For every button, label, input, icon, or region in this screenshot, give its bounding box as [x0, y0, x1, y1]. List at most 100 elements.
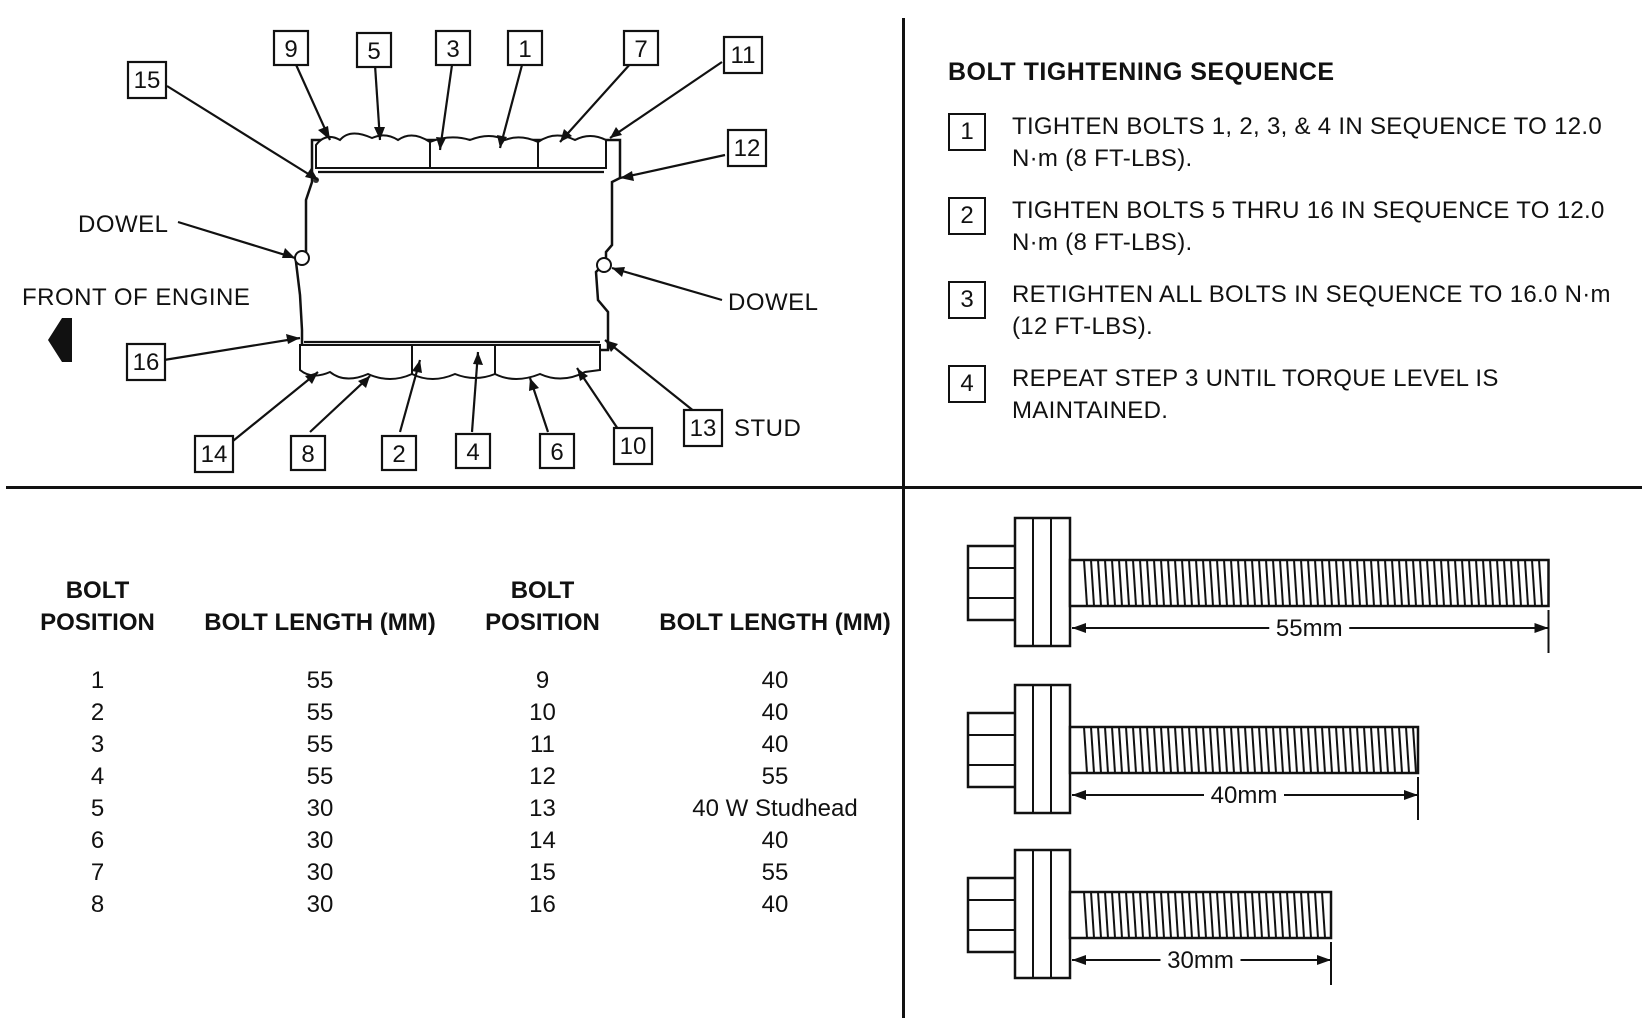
table-cell: 40 — [761, 827, 789, 854]
callout-13: 13 — [682, 408, 724, 448]
table-cell: 30 — [306, 859, 334, 886]
callout-2: 2 — [380, 434, 418, 472]
svg-text:10: 10 — [620, 433, 647, 460]
table-cell: 4 — [90, 763, 105, 790]
table-row: 4 55 12 55 — [20, 761, 930, 793]
bolt-illustrations: 55mm 40mm 30mm — [966, 516, 1550, 985]
callout-6: 6 — [538, 432, 576, 470]
table-cell: 30 — [306, 795, 334, 822]
table-cell: 14 — [529, 827, 556, 854]
table-row: 8 30 16 40 — [20, 889, 930, 921]
callout-11: 11 — [722, 35, 764, 75]
svg-text:5: 5 — [367, 38, 380, 65]
table-cell: 5 — [90, 795, 105, 822]
table-cell: 30 — [306, 827, 334, 854]
table-cell: 55 — [306, 731, 334, 758]
step-number: 4 — [948, 365, 986, 403]
callout-10: 10 — [612, 426, 654, 466]
table-cell: 55 — [306, 699, 334, 726]
bolt-length-label: 40mm — [1211, 782, 1278, 809]
table-cell: 8 — [90, 891, 105, 918]
svg-text:13: 13 — [690, 415, 717, 442]
header-bolt-length: BOLT LENGTH (MM) — [204, 609, 436, 636]
svg-text:2: 2 — [392, 441, 405, 468]
callout-4: 4 — [454, 432, 492, 470]
dowel-left-label: DOWEL — [78, 211, 169, 238]
table-cell: 55 — [761, 859, 789, 886]
table-header-row: BOLT POSITION BOLT LENGTH (MM) BOLT POSI… — [20, 575, 930, 665]
svg-text:11: 11 — [731, 42, 756, 69]
table-cell: 16 — [529, 891, 556, 918]
table-cell: 2 — [90, 699, 105, 726]
callout-3: 3 — [434, 29, 472, 67]
callout-12: 12 — [726, 128, 768, 168]
svg-text:12: 12 — [734, 135, 761, 162]
table-cell: 15 — [529, 859, 556, 886]
stud-label: STUD — [734, 415, 801, 442]
table-row: 7 30 15 55 — [20, 857, 930, 889]
table-cell: 6 — [90, 827, 105, 854]
sequence-title: BOLT TIGHTENING SEQUENCE — [948, 58, 1335, 86]
top-flange — [315, 132, 607, 174]
svg-text:14: 14 — [201, 441, 228, 468]
bolt-length-label: 55mm — [1276, 615, 1343, 642]
step-text: TIGHTEN BOLTS 1, 2, 3, & 4 IN SEQUENCE T… — [1012, 113, 1602, 172]
bottom-flange — [299, 340, 601, 380]
callout-8: 8 — [289, 434, 327, 472]
table-cell: 11 — [530, 731, 555, 758]
step-text: REPEAT STEP 3 UNTIL TORQUE LEVEL IS MAIN… — [1012, 365, 1499, 424]
callout-7: 7 — [622, 29, 660, 67]
bolt-0: 55mm — [966, 516, 1550, 653]
table-cell: 40 — [761, 891, 789, 918]
header-bolt-position: BOLT POSITION — [40, 577, 155, 636]
callout-14: 14 — [193, 434, 235, 474]
svg-text:8: 8 — [301, 441, 314, 468]
sequence-step: 4 REPEAT STEP 3 UNTIL TORQUE LEVEL IS MA… — [948, 363, 1628, 427]
leader-lines — [163, 57, 726, 446]
table-cell: 40 W Studhead — [692, 795, 858, 822]
svg-text:6: 6 — [550, 439, 563, 466]
table-cell: 55 — [306, 763, 334, 790]
vertical-divider — [902, 18, 905, 1018]
manifold-diagram: 9 5 3 1 7 11 15 12 16 13 14 8 2 4 6 10 D… — [22, 29, 818, 474]
svg-text:15: 15 — [134, 67, 161, 94]
dowel-right-marker — [596, 257, 612, 273]
table-cell: 55 — [761, 763, 789, 790]
svg-text:9: 9 — [284, 36, 297, 63]
svg-text:16: 16 — [133, 349, 160, 376]
callout-15: 15 — [126, 60, 168, 100]
step-number: 1 — [948, 113, 986, 151]
step-text: RETIGHTEN ALL BOLTS IN SEQUENCE TO 16.0 … — [1012, 281, 1611, 340]
header-bolt-length: BOLT LENGTH (MM) — [659, 609, 891, 636]
table-cell: 12 — [529, 763, 556, 790]
table-cell: 7 — [90, 859, 105, 886]
svg-text:1: 1 — [518, 36, 531, 63]
front-of-engine-label: FRONT OF ENGINE — [22, 284, 250, 311]
table-row: 5 30 13 40 W Studhead — [20, 793, 930, 825]
step-text: TIGHTEN BOLTS 5 THRU 16 IN SEQUENCE TO 1… — [1012, 197, 1605, 256]
bolt-1: 40mm — [966, 683, 1420, 820]
callout-9: 9 — [272, 29, 310, 67]
bolt-2: 30mm — [966, 848, 1333, 985]
tightening-sequence: BOLT TIGHTENING SEQUENCE 1 TIGHTEN BOLTS… — [948, 58, 1628, 447]
bolt-length-label: 30mm — [1167, 947, 1234, 974]
table-cell: 40 — [761, 699, 789, 726]
step-number: 3 — [948, 281, 986, 319]
sequence-step: 3 RETIGHTEN ALL BOLTS IN SEQUENCE TO 16.… — [948, 279, 1628, 343]
table-row: 6 30 14 40 — [20, 825, 930, 857]
table-cell: 30 — [306, 891, 334, 918]
callout-16: 16 — [125, 342, 167, 382]
table-cell: 55 — [306, 667, 334, 694]
callout-1: 1 — [506, 29, 544, 67]
horizontal-divider — [6, 486, 1642, 489]
table-cell: 9 — [535, 667, 550, 694]
table-cell: 40 — [761, 731, 789, 758]
sequence-step: 2 TIGHTEN BOLTS 5 THRU 16 IN SEQUENCE TO… — [948, 195, 1628, 259]
dowel-left-marker — [294, 250, 310, 266]
sequence-step: 1 TIGHTEN BOLTS 1, 2, 3, & 4 IN SEQUENCE… — [948, 111, 1628, 175]
table-cell: 13 — [529, 795, 556, 822]
svg-text:7: 7 — [634, 36, 647, 63]
svg-text:3: 3 — [446, 36, 459, 63]
